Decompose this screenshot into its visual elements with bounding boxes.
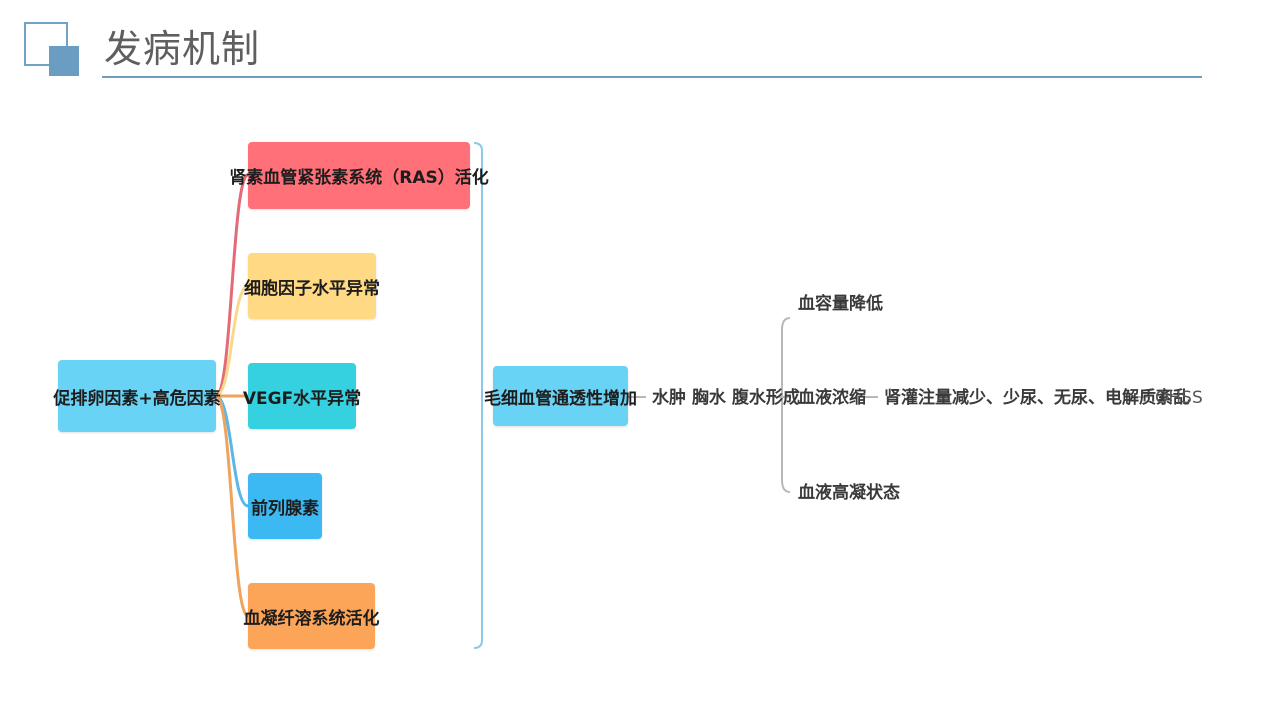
- logo-square-fill: [49, 46, 79, 76]
- outcome-hypercoagulation[interactable]: 血液高凝状态: [798, 483, 900, 503]
- title-divider: [102, 76, 1202, 78]
- factors-bracket: [473, 142, 483, 649]
- central-node[interactable]: 毛细血管通透性增加: [484, 366, 637, 426]
- consequence-label[interactable]: 肾灌注量减少、少尿、无尿、电解质紊乱: [884, 388, 1190, 408]
- factor-prostaglandin[interactable]: 前列腺素: [248, 473, 322, 539]
- factor-cytokine[interactable]: 细胞因子水平异常: [244, 253, 380, 319]
- logo-square-outline: [24, 22, 68, 66]
- root-node[interactable]: 促排卵因素+高危因素: [53, 360, 221, 432]
- result-ohss[interactable]: OHSS: [1155, 388, 1203, 408]
- link-root-coagulation: [214, 394, 250, 618]
- effect-label[interactable]: 水肿 胸水 腹水形成: [652, 388, 800, 408]
- page-title: 发病机制: [104, 27, 261, 71]
- factor-coagulation[interactable]: 血凝纤溶系统活化: [244, 583, 380, 649]
- outcomes-branch: [781, 317, 791, 493]
- outcome-blood-volume[interactable]: 血容量降低: [798, 294, 883, 314]
- outcome-hemoconcentration[interactable]: 血液浓缩: [798, 388, 866, 408]
- link-root-ras: [214, 173, 250, 398]
- factor-vegf[interactable]: VEGF水平异常: [243, 363, 361, 429]
- factor-ras-activation[interactable]: 肾素血管紧张素系统（RAS）活化: [229, 142, 489, 209]
- link-root-cytokine: [214, 284, 250, 398]
